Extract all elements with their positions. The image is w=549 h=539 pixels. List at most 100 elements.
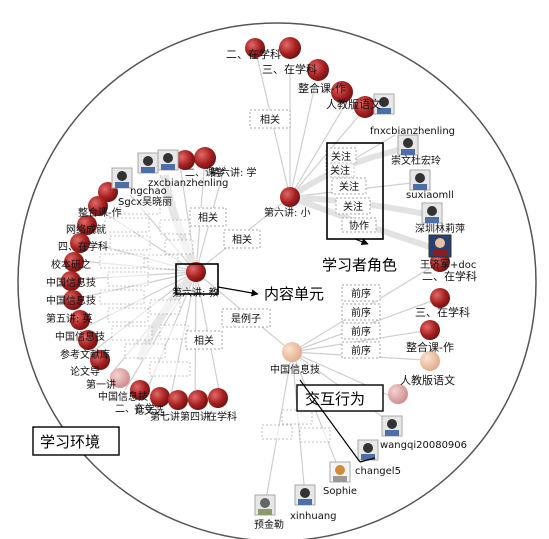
node-label: 中国信息技 bbox=[98, 390, 148, 403]
course-node[interactable] bbox=[388, 384, 408, 404]
course-node[interactable] bbox=[430, 288, 450, 308]
relation-label: 关注 bbox=[330, 164, 350, 177]
node-label: 第七讲 bbox=[150, 410, 180, 423]
course-node[interactable] bbox=[175, 150, 195, 170]
node-label: 二、在学科 bbox=[422, 269, 477, 283]
user-avatar-icon[interactable] bbox=[254, 494, 276, 516]
user-avatar-icon[interactable] bbox=[421, 202, 443, 224]
top-hub-node[interactable] bbox=[280, 187, 300, 207]
node-label: 二、课学 bbox=[185, 166, 225, 179]
user-label: Sophie bbox=[323, 486, 357, 497]
course-node[interactable] bbox=[331, 81, 353, 103]
user-avatar-icon[interactable] bbox=[397, 134, 419, 156]
course-node[interactable] bbox=[354, 96, 376, 118]
node-label: ngchao bbox=[130, 186, 167, 197]
course-node[interactable] bbox=[77, 215, 97, 235]
left-hub-node[interactable] bbox=[186, 262, 206, 282]
user-avatar-icon[interactable] bbox=[137, 152, 159, 174]
course-node[interactable] bbox=[279, 37, 301, 59]
user-avatar-icon[interactable] bbox=[294, 484, 316, 506]
hub-label: 第六讲: 小 bbox=[264, 206, 311, 219]
node-label: 第六讲: 学 bbox=[210, 166, 257, 179]
node-label: 整合课-作 bbox=[298, 81, 346, 95]
right-hub-node[interactable] bbox=[282, 342, 302, 362]
user-label: xinhuang bbox=[290, 511, 337, 522]
course-node[interactable] bbox=[130, 380, 150, 400]
relation-label: 是例子 bbox=[231, 312, 261, 325]
node-label: Sgcx吴晓丽 bbox=[118, 196, 172, 208]
course-node[interactable] bbox=[168, 390, 188, 410]
interaction-callout: 交互行为 bbox=[305, 390, 365, 408]
course-node[interactable] bbox=[63, 290, 83, 310]
node-label: 第四讲 bbox=[180, 410, 210, 423]
relation-label: 相关 bbox=[194, 334, 214, 347]
course-node[interactable] bbox=[61, 271, 81, 291]
relation-label: 前序 bbox=[351, 306, 371, 319]
course-node[interactable] bbox=[420, 320, 440, 340]
course-node[interactable] bbox=[78, 330, 98, 350]
node-label: 二、在学 bbox=[115, 402, 155, 415]
course-node[interactable] bbox=[188, 390, 208, 410]
course-node[interactable] bbox=[110, 368, 130, 388]
node-label: 四、在学科 bbox=[58, 240, 108, 253]
relation-label: 前序 bbox=[351, 287, 371, 300]
node-label: 论文导 bbox=[70, 365, 100, 378]
user-avatar-icon[interactable] bbox=[329, 461, 351, 483]
relation-label: 前序 bbox=[351, 325, 371, 338]
user-avatar-icon[interactable] bbox=[409, 169, 431, 191]
user-label: 王济军+doc bbox=[420, 258, 476, 271]
course-node[interactable] bbox=[70, 233, 90, 253]
node-label: 第一讲 bbox=[86, 378, 116, 391]
hub-label: 中国信息技 bbox=[270, 363, 320, 376]
content-unit-highlight bbox=[175, 263, 219, 295]
user-avatar-icon[interactable] bbox=[111, 167, 133, 189]
node-label: 在学科 bbox=[207, 410, 237, 423]
user-label: 崇文杜宏玲 bbox=[391, 154, 441, 167]
course-node[interactable] bbox=[194, 147, 216, 169]
learning-environment-callout-box bbox=[32, 426, 120, 456]
course-node[interactable] bbox=[420, 351, 440, 371]
course-node[interactable] bbox=[307, 59, 329, 81]
relation-label: 相关 bbox=[198, 211, 218, 224]
node-label: 三、在学科 bbox=[262, 62, 317, 76]
course-node[interactable] bbox=[70, 310, 90, 330]
course-node[interactable] bbox=[88, 196, 108, 216]
user-avatar-icon[interactable] bbox=[357, 439, 379, 461]
learner-role-callout: 学习者角色 bbox=[322, 256, 397, 274]
node-label: 人教版语文 bbox=[326, 97, 381, 111]
user-label: fnxcbianzhenling bbox=[370, 126, 455, 137]
user-avatar-icon[interactable] bbox=[157, 149, 179, 171]
course-node[interactable] bbox=[90, 350, 110, 370]
relation-label: 相关 bbox=[232, 233, 252, 246]
relation-label: 关注 bbox=[331, 150, 351, 163]
node-label: 人教版语文 bbox=[400, 373, 455, 387]
node-label: 中国信息技 bbox=[46, 294, 96, 307]
user-avatar-icon[interactable] bbox=[428, 234, 452, 258]
user-avatar-icon[interactable] bbox=[381, 415, 403, 437]
user-label: 预金勒 bbox=[254, 518, 284, 531]
avatar-layer bbox=[111, 93, 452, 516]
node-label: 参考文献库 bbox=[60, 348, 110, 361]
node-label: 第五讲: 英 bbox=[46, 312, 93, 325]
course-node[interactable] bbox=[150, 387, 170, 407]
learning-environment-callout: 学习环境 bbox=[40, 433, 100, 451]
node-label: zxcbianzhenling bbox=[148, 178, 228, 189]
node-label: 中国信息技 bbox=[55, 330, 105, 343]
user-avatar-icon[interactable] bbox=[373, 93, 395, 115]
node-label: 整合课-作 bbox=[406, 340, 454, 354]
interaction-callout-box bbox=[296, 384, 384, 412]
outer-boundary-circle bbox=[17, 22, 537, 539]
course-node[interactable] bbox=[245, 38, 265, 58]
course-node[interactable] bbox=[208, 388, 228, 408]
node-label: 论文选 bbox=[134, 404, 164, 417]
user-label: changel5 bbox=[355, 466, 401, 477]
left-faded-label-grid bbox=[99, 199, 194, 377]
node-label: 网络成就 bbox=[66, 223, 106, 236]
node-layer bbox=[61, 37, 450, 410]
node-label: 三、在学科 bbox=[415, 305, 470, 319]
user-label: 深圳林莉萍 bbox=[415, 222, 465, 235]
course-node[interactable] bbox=[64, 252, 84, 272]
node-label: 校本研之 bbox=[51, 258, 91, 271]
